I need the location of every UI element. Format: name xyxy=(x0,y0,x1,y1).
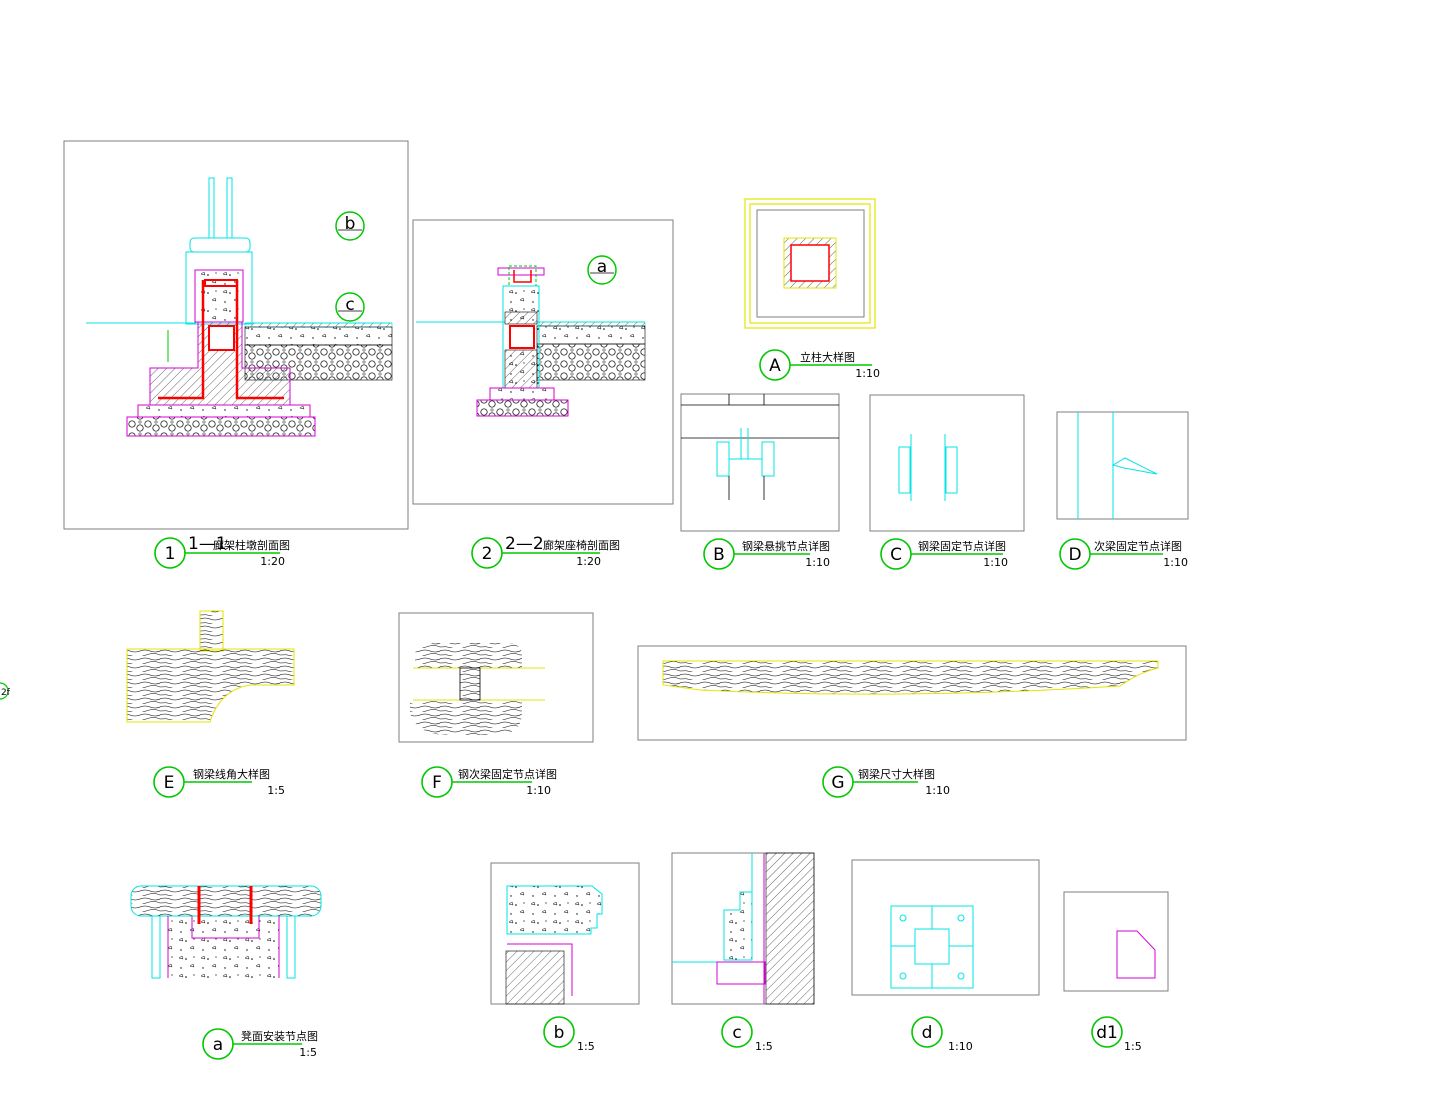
detail-b-drawing xyxy=(490,862,640,1005)
detail-d1-drawing xyxy=(1063,891,1169,992)
detail-marker-lower-d1 xyxy=(1091,1016,1123,1048)
detail-1-frame xyxy=(63,140,409,530)
detail-2-section: a xyxy=(412,219,674,505)
detail-scale-A: 1:10 xyxy=(855,367,880,380)
detail-title-F: 钢次梁固定节点详图 xyxy=(458,767,557,781)
detail-title-E: 钢梁线角大样图 xyxy=(193,767,270,781)
detail-scale-F: 1:10 xyxy=(526,784,551,797)
detail-a-drawing xyxy=(130,885,322,979)
detail-marker-lower-b xyxy=(543,1016,575,1048)
detail-marker-label-E: E xyxy=(164,773,175,793)
detail-marker-label-F: F xyxy=(432,773,442,793)
detail-A-drawing xyxy=(744,198,876,329)
detail-scale-lower-d1: 1:5 xyxy=(1124,1040,1142,1053)
detail-marker-label-lower-a: a xyxy=(213,1035,223,1055)
detail-marker-label-A: A xyxy=(769,356,781,376)
detail-scale-lower-a: 1:5 xyxy=(299,1046,317,1059)
detail-scale-lower-d: 1:10 xyxy=(948,1040,973,1053)
detail-2-frame xyxy=(412,219,674,505)
detail-scale-lower-c: 1:5 xyxy=(755,1040,773,1053)
detail-1-section: b c xyxy=(63,140,409,530)
detail-title-lower-1: 廊架柱墩剖面图 xyxy=(213,538,290,552)
detail-E-drawing xyxy=(126,610,295,723)
detail-title-lower-2: 廊架座椅剖面图 xyxy=(543,538,620,552)
detail-c-drawing xyxy=(671,852,815,1005)
detail-title-D: 次梁固定节点详图 xyxy=(1094,539,1182,553)
callout-b-label: b xyxy=(345,214,356,234)
detail-scale-D: 1:10 xyxy=(1163,556,1188,569)
detail-marker-label-G: G xyxy=(831,773,844,793)
detail-title-G: 钢梁尺寸大样图 xyxy=(858,767,935,781)
detail-C-drawing xyxy=(869,394,1025,532)
callout-b[interactable]: b xyxy=(335,211,365,241)
detail-marker-label-C: C xyxy=(890,545,902,565)
detail-marker-label-lower-2: 2 xyxy=(482,544,493,564)
detail-G-drawing xyxy=(637,645,1187,741)
detail-D-drawing xyxy=(1056,411,1189,520)
detail-scale-C: 1:10 xyxy=(983,556,1008,569)
detail-B-drawing xyxy=(680,393,840,532)
detail-title-B: 钢梁悬挑节点详图 xyxy=(742,539,830,553)
detail-title-lower-a: 凳面安装节点图 xyxy=(241,1029,318,1043)
detail-title-prefix-lower-1: 1—1 xyxy=(188,534,227,554)
detail-marker-label-lower-1: 1 xyxy=(165,544,176,564)
detail-F-drawing xyxy=(398,612,594,743)
detail-scale-lower-b: 1:5 xyxy=(577,1040,595,1053)
callout-a-label: a xyxy=(597,257,607,277)
detail-scale-G: 1:10 xyxy=(925,784,950,797)
detail-marker-lower-c xyxy=(721,1016,753,1048)
detail-marker-label-lower-d: d xyxy=(922,1023,933,1043)
detail-title-C: 钢梁固定节点详图 xyxy=(918,539,1006,553)
edge-callout-label: 2f xyxy=(1,688,11,698)
detail-d-drawing xyxy=(851,859,1040,996)
detail-title-prefix-lower-2: 2—2 xyxy=(505,534,544,554)
callout-c-label: c xyxy=(345,295,354,315)
detail-marker-label-lower-d1: d1 xyxy=(1096,1023,1118,1043)
detail-marker-label-lower-c: c xyxy=(732,1023,741,1043)
detail-scale-E: 1:5 xyxy=(267,784,285,797)
detail-title-A: 立柱大样图 xyxy=(800,350,855,364)
detail-scale-B: 1:10 xyxy=(805,556,830,569)
edge-callout: 2f xyxy=(0,682,11,700)
detail-marker-label-B: B xyxy=(713,545,725,565)
detail-marker-label-lower-b: b xyxy=(554,1023,565,1043)
detail-scale-lower-2: 1:20 xyxy=(576,555,601,568)
detail-marker-lower-d xyxy=(911,1016,943,1048)
detail-marker-label-D: D xyxy=(1068,545,1081,565)
callout-c[interactable]: c xyxy=(335,292,365,322)
detail-scale-lower-1: 1:20 xyxy=(260,555,285,568)
callout-a[interactable]: a xyxy=(587,255,617,285)
